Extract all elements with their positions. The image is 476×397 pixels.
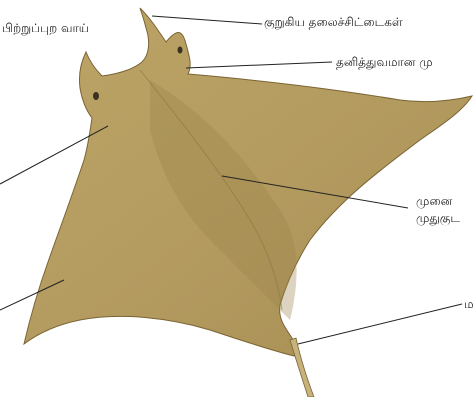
leader-top-center (152, 16, 262, 24)
label-top-left: பிற்றுப்புற வாய் (2, 21, 89, 36)
label-mid-right-line1: முனை (416, 194, 453, 209)
ray-tail (290, 338, 314, 397)
label-upper-right: தனித்துவமான மு (336, 55, 433, 70)
label-lower-right: ம (464, 297, 474, 311)
leader-lower-right (298, 304, 462, 344)
label-top-center: குறுகிய தலைச்சிட்டைகள் (264, 15, 403, 30)
ray-eye (93, 92, 99, 100)
label-mid-right-line2: முதுகுட (416, 211, 460, 226)
ray-eye (178, 47, 183, 54)
leader-upper-right (186, 62, 332, 68)
